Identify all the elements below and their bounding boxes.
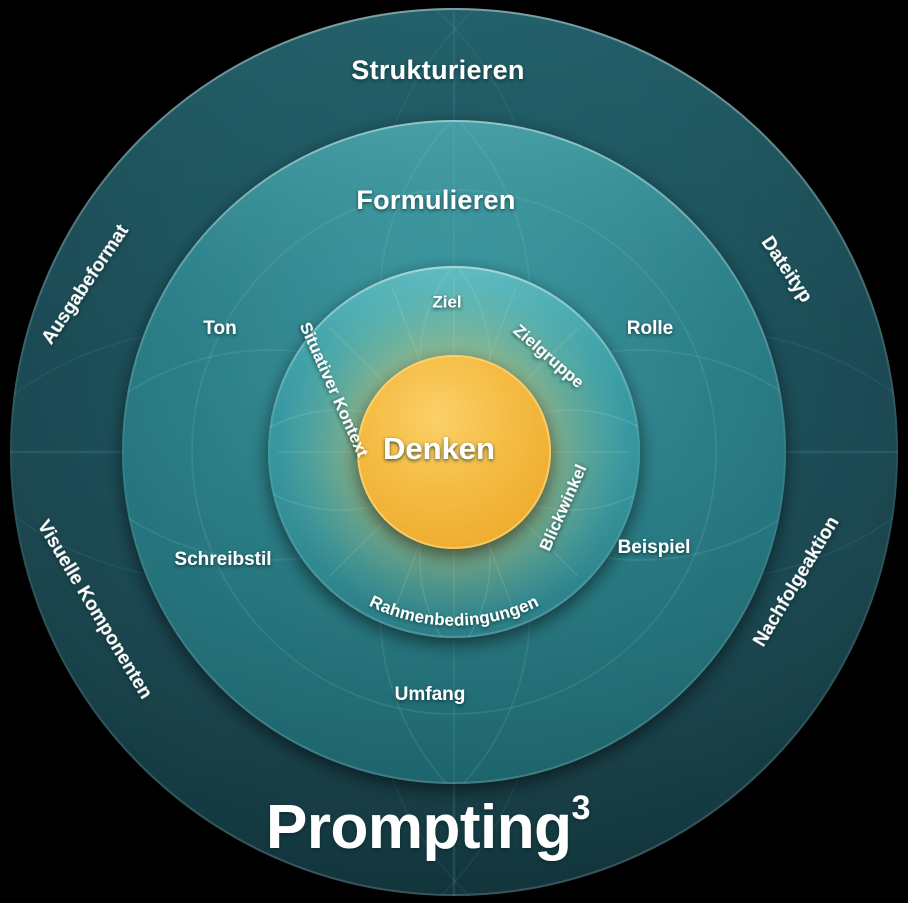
- page-title-text: Prompting: [266, 793, 571, 862]
- outer-ring-dividers: [10, 8, 898, 896]
- core-circle: [357, 355, 551, 549]
- page-title-superscript: 3: [572, 789, 590, 827]
- middle-ring-title: Formulieren: [356, 185, 515, 215]
- middle-label-umfang: Umfang: [395, 684, 466, 705]
- inner-label-ziel: Ziel: [432, 292, 461, 311]
- middle-label-rolle: Rolle: [627, 318, 673, 339]
- page-title: Prompting3: [266, 789, 590, 862]
- outer-ring-title: Strukturieren: [351, 55, 524, 85]
- middle-label-ton: Ton: [203, 318, 236, 339]
- middle-label-beispiel: Beispiel: [618, 537, 691, 558]
- core-group: [357, 355, 551, 549]
- core-label-denken: Denken: [383, 431, 495, 466]
- middle-label-schreibstil: Schreibstil: [174, 549, 271, 570]
